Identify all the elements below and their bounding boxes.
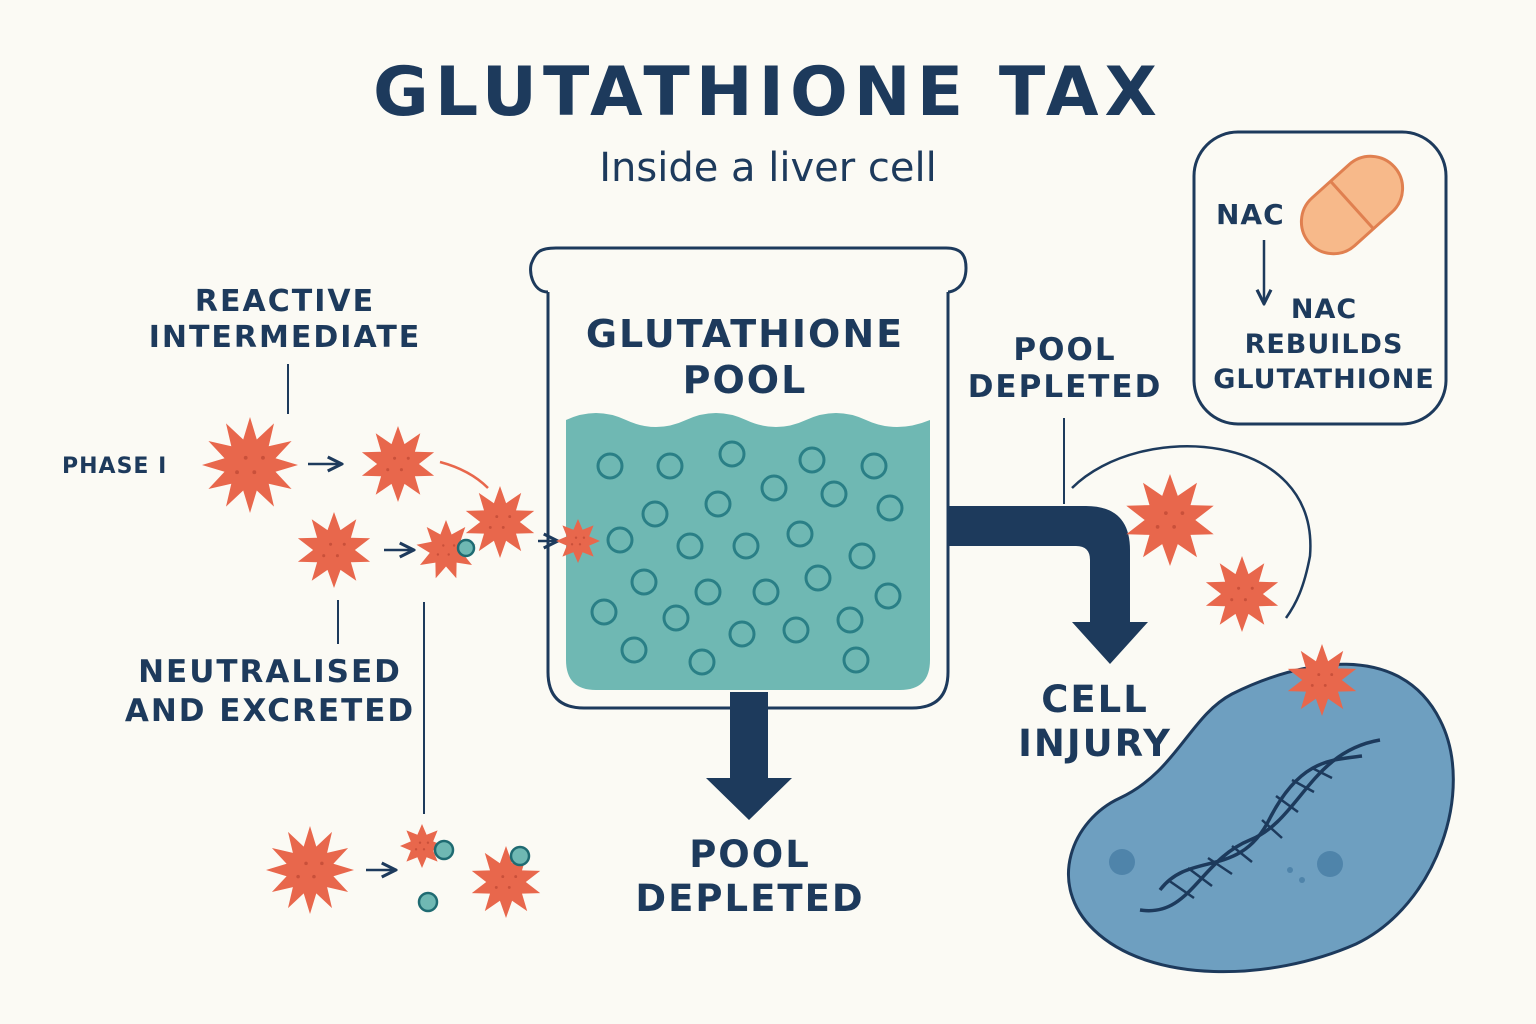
- spiky-star-icon: [361, 426, 435, 502]
- nac-rebuilds-label: NAC REBUILDS GLUTATHIONE: [1206, 292, 1442, 397]
- circle-bead-icon: [860, 452, 888, 480]
- circle-bead-icon: [752, 578, 780, 606]
- page-title: GLUTATHIONE TAX: [373, 53, 1163, 132]
- circle-bead-icon: [620, 636, 648, 664]
- label-line: NEUTRALISED: [138, 654, 402, 690]
- circle-bead-icon: [433, 839, 455, 861]
- circle-bead-icon: [760, 474, 788, 502]
- glutathione-pool-label: GLUTATHIONE POOL: [560, 312, 930, 403]
- spiky-star-icon: [1126, 474, 1214, 566]
- page-subtitle: Inside a liver cell: [599, 145, 937, 191]
- spiky-star-icon: [266, 826, 354, 914]
- toxin-entry-arc: [439, 460, 489, 489]
- circle-bead-icon: [596, 452, 624, 480]
- dna-helix-icon: [1139, 738, 1381, 913]
- spiky-star-icon: [556, 519, 600, 563]
- label-line: REBUILDS: [1244, 329, 1404, 361]
- circle-bead-icon: [782, 616, 810, 644]
- cell-injury-label: CELL INJURY: [1010, 678, 1180, 767]
- neutralised-label: NEUTRALISED AND EXCRETED: [120, 653, 420, 731]
- cell-injury-flow-arrow: [948, 506, 1148, 664]
- circle-bead-icon: [836, 606, 864, 634]
- pool-depleted-down-arrow: [706, 692, 792, 820]
- label-line: POOL: [689, 833, 811, 876]
- spiky-star-icon: [1205, 556, 1279, 632]
- circle-bead-icon: [704, 490, 732, 518]
- spiky-star-icon: [297, 512, 371, 588]
- glutathione-beads: [590, 440, 904, 676]
- pool-depleted-right-label: POOL DEPLETED: [960, 332, 1170, 406]
- label-line: NAC: [1290, 294, 1358, 325]
- spiky-star-icon: [400, 824, 444, 868]
- toxin-escape-arc: [1071, 445, 1312, 619]
- phase-label: PHASE I: [62, 454, 168, 479]
- label-line: DEPLETED: [967, 369, 1163, 406]
- circle-bead-icon: [688, 648, 716, 676]
- spiky-star-icon: [465, 486, 535, 558]
- pool-depleted-bottom-label: POOL DEPLETED: [600, 833, 900, 920]
- label-line: POOL: [1013, 332, 1117, 368]
- reactive-intermediate-label: REACTIVE INTERMEDIATE: [130, 284, 440, 356]
- circle-bead-icon: [804, 564, 832, 592]
- circle-bead-icon: [509, 845, 531, 867]
- spiky-star-icon: [416, 520, 476, 579]
- circle-bead-icon: [842, 646, 870, 674]
- label-line: AND EXCRETED: [124, 692, 416, 729]
- circle-bead-icon: [718, 440, 746, 468]
- cell-blob-icon: [1067, 662, 1455, 974]
- circle-bead-icon: [876, 494, 904, 522]
- bound-glutathione-beads: [417, 538, 531, 913]
- circle-bead-icon: [456, 538, 476, 558]
- circle-bead-icon: [662, 604, 690, 632]
- circle-bead-icon: [630, 568, 658, 596]
- circle-bead-icon: [590, 598, 618, 626]
- circle-bead-icon: [848, 542, 876, 570]
- circle-bead-icon: [820, 480, 848, 508]
- circle-bead-icon: [732, 532, 760, 560]
- circle-bead-icon: [676, 532, 704, 560]
- nac-info-box: [1192, 130, 1448, 426]
- circle-bead-icon: [606, 526, 634, 554]
- label-line: INJURY: [1018, 722, 1172, 766]
- label-line: CELL: [1041, 678, 1149, 721]
- spiky-star-icon: [1287, 644, 1357, 716]
- spiky-star-icon: [202, 417, 298, 513]
- circle-bead-icon: [874, 582, 902, 610]
- label-line: GLUTATHIONE: [585, 312, 905, 356]
- label-line: POOL: [682, 357, 808, 402]
- circle-bead-icon: [656, 452, 684, 480]
- circle-bead-icon: [798, 446, 826, 474]
- circle-bead-icon: [417, 891, 439, 913]
- circle-bead-icon: [728, 620, 756, 648]
- circle-bead-icon: [786, 520, 814, 548]
- label-line: REACTIVE: [194, 284, 376, 319]
- pill-capsule-icon: [1299, 154, 1405, 256]
- toxin-molecules: [202, 417, 1357, 918]
- label-line: GLUTATHIONE: [1213, 364, 1435, 396]
- circle-bead-icon: [641, 500, 669, 528]
- label-line: DEPLETED: [635, 876, 865, 920]
- label-line: INTERMEDIATE: [148, 320, 422, 355]
- nac-label: NAC: [1216, 198, 1285, 231]
- circle-bead-icon: [694, 578, 722, 606]
